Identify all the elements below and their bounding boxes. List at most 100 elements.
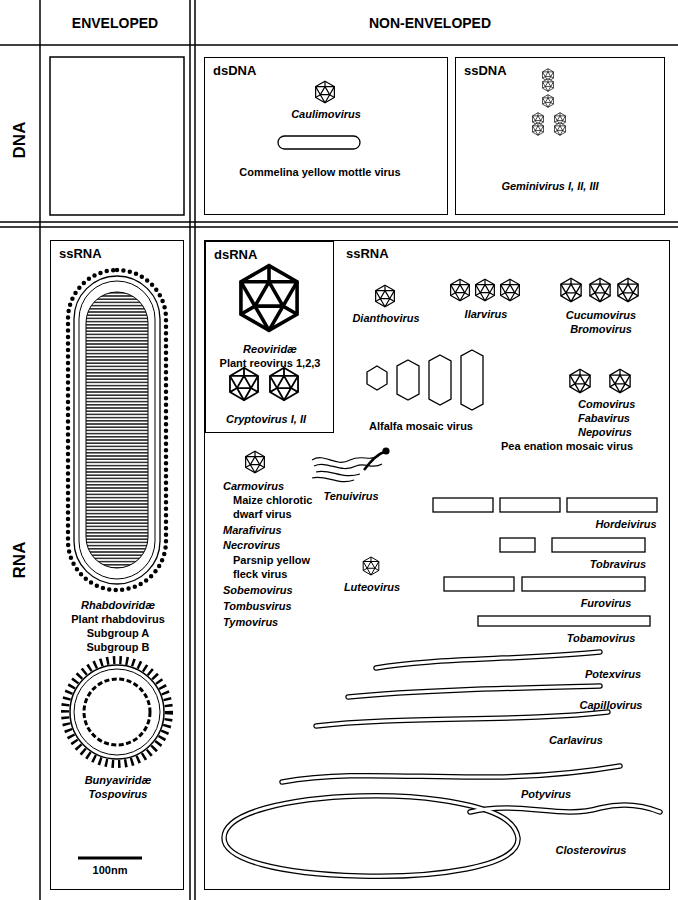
virus-drawing [567,498,657,512]
virus-drawing [543,79,554,92]
virus-name: Cryptovirus I, II [226,412,306,426]
virus-name: Nepovirus [578,425,632,439]
virus-drawing [364,452,384,470]
virus-name: Hordeivirus [595,517,656,531]
virus-name: Parsnip yellow fleck virus [233,553,328,581]
virus-drawing [189,0,191,900]
virus-drawing [461,350,483,410]
virus-drawing [86,292,148,568]
virus-drawing [314,464,382,469]
virus-drawing [282,766,620,782]
virus-drawing [444,577,514,591]
virus-group-box: dsRNAReoviridæPlant reovirus 1,2,3Crypto… [204,240,670,890]
virus-drawing [39,0,41,900]
virus-drawing [363,557,379,575]
virus-drawing [316,712,608,726]
virus-group-box: dsRNAReoviridæPlant reovirus 1,2,3Crypto… [205,241,334,433]
virus-drawing [0,221,678,223]
virus-name: Caulimovirus [291,107,361,121]
virus-drawing [241,266,297,331]
virus-name: Subgroup A [87,626,150,640]
virus-drawing [316,81,335,103]
virus-drawing [246,451,265,473]
virus-drawing [367,350,483,410]
virus-drawing [522,577,645,591]
virus-name: Geminivirus I, II, III [501,179,598,193]
virus-drawing [590,278,610,301]
virus-drawing [312,448,389,482]
virus-name: Furovirus [581,596,632,610]
virus-drawing [433,498,493,512]
virus-name: Potyvirus [521,787,571,801]
virus-name: Subgroup B [87,640,150,654]
virus-name: Pea enation mosaic virus [501,439,633,453]
virus-drawing [79,281,155,579]
virus-drawing [451,279,470,301]
virus-name: Dianthovirus [352,311,419,325]
virus-name: Sobemovirus [223,583,293,597]
virus-drawing [84,679,150,745]
group-heading: ssDNA [464,64,507,78]
column-header: NON-ENVELOPED [369,15,491,31]
virus-drawing [312,456,378,462]
virus-drawing [533,123,544,136]
virus-drawing [0,44,678,46]
virus-drawing [376,652,600,668]
virus-name: Necrovirus [223,538,280,552]
virus-name: Bromovirus [570,322,632,336]
virus-drawing [316,471,360,476]
virus-name: Carlavirus [549,733,603,747]
virus-drawing [376,652,600,668]
virus-drawing [500,538,535,552]
virus-drawing [270,368,298,400]
virus-name: Marafivirus [223,523,282,537]
virus-name: Reoviridæ [243,342,297,356]
virus-group-box: ssDNA Geminivirus I, II, III [455,57,665,215]
virus-name: Commelina yellow mottle virus [239,165,400,179]
group-heading: dsRNA [214,248,257,262]
virus-drawing [376,285,395,307]
virus-name: Cucumovirus [566,308,636,322]
virus-drawing [561,278,581,301]
virus-drawing [65,660,169,764]
scale-label: 100nm [93,864,128,876]
virus-name: Fabavirus [578,411,630,425]
virus-drawing [476,279,495,301]
virus-drawing [224,796,518,877]
virus-drawing [0,226,678,228]
virus-name: Rhabdoviridæ [81,598,155,612]
virus-drawing [316,712,608,726]
virus-drawing [470,805,660,812]
virus-drawing [70,665,164,759]
virus-drawing [552,538,645,552]
virus-name: Ilarvirus [465,307,508,321]
virus-drawing [348,686,600,697]
virus-drawing [618,278,638,301]
virus-drawing [282,766,620,782]
group-heading: dsDNA [213,64,256,78]
virus-drawing [429,355,451,405]
virus-drawing [278,136,360,149]
virus-name: Potexvirus [585,667,641,681]
virus-drawing [78,857,142,860]
group-heading: ssRNA [346,247,389,261]
virus-name: Alfalfa mosaic virus [369,419,473,433]
virus-drawing [224,652,660,876]
virus-drawing [433,498,657,626]
virus-group-box: ssRNARhabdoviridæPlant rhabdovirusSubgro… [50,240,184,890]
virus-drawing [50,57,184,215]
row-header: DNA [10,122,30,159]
virus-drawing [224,796,518,877]
column-header: ENVELOPED [72,15,158,31]
virus-name: Plant rhabdovirus [71,612,165,626]
virus-name: Tenuivirus [323,489,378,503]
row-header: RNA [10,542,30,579]
virus-name: Tymovirus [223,615,278,629]
virus-drawing [555,123,566,136]
virus-drawing [367,366,387,390]
virus-drawing [74,276,160,584]
group-heading: ssRNA [59,247,102,261]
virus-drawing [230,368,258,400]
